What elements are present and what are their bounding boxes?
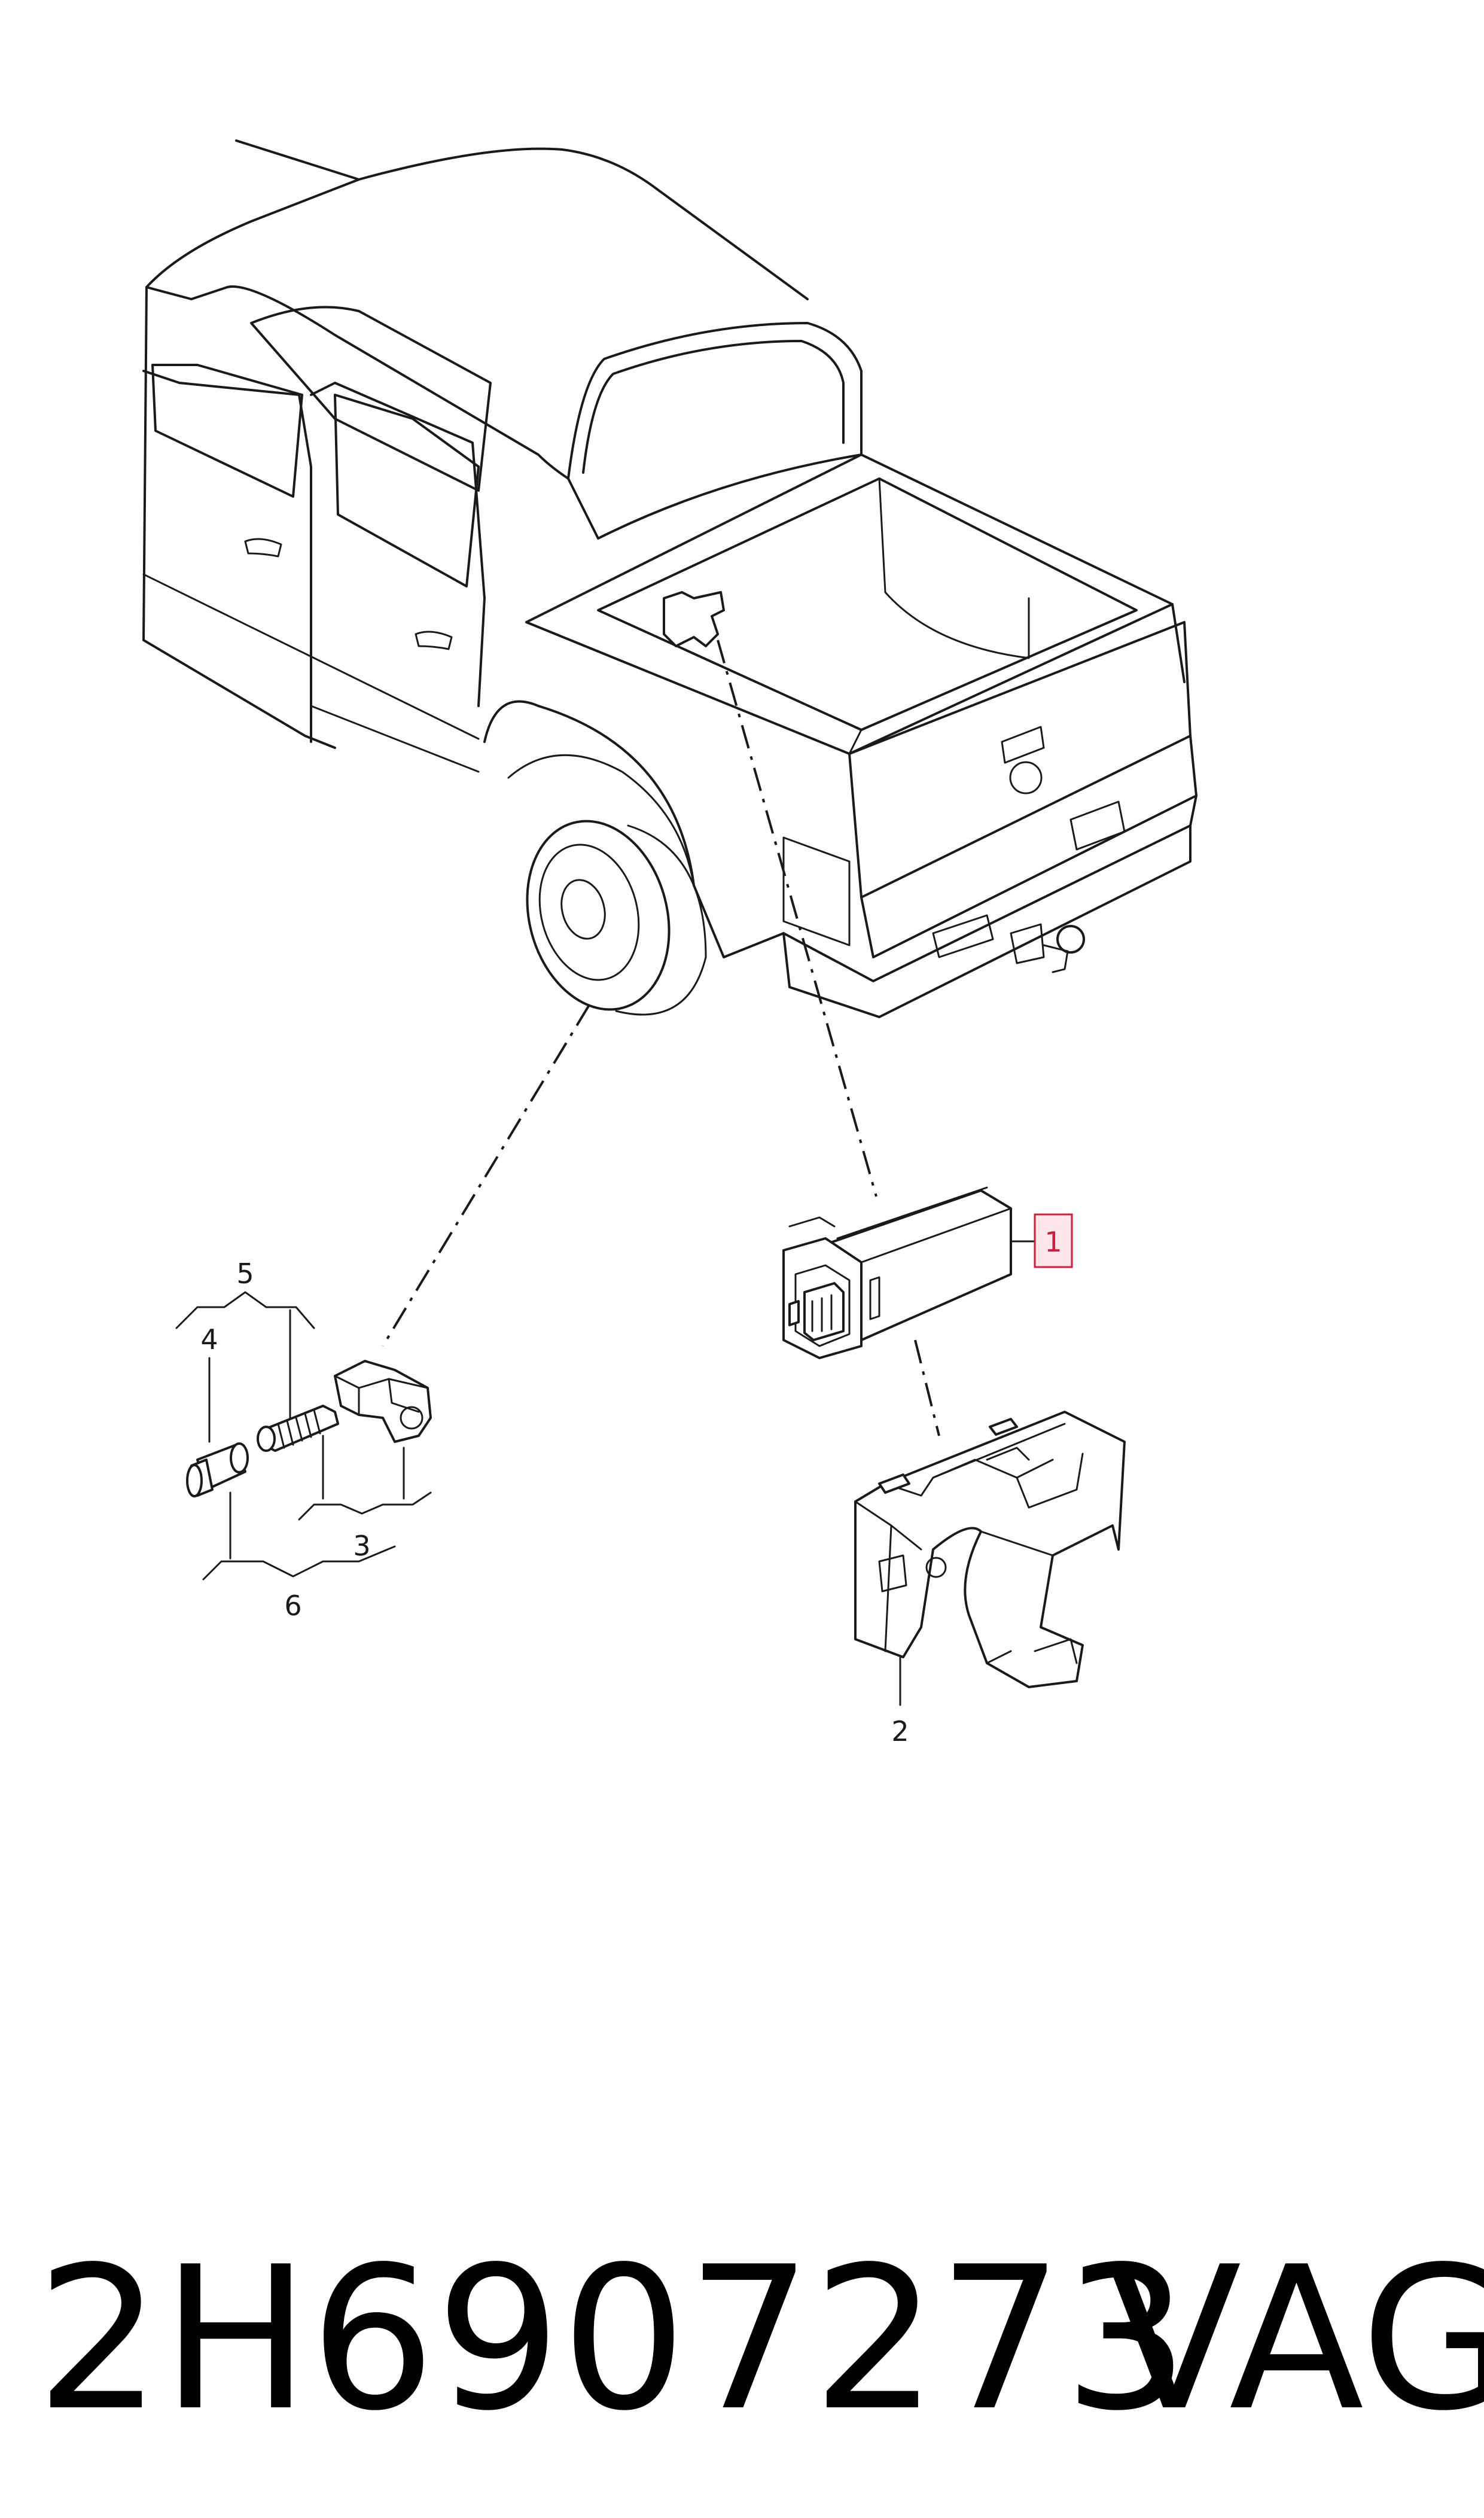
callout-3-label: 3 — [353, 1530, 370, 1562]
valve-cap — [186, 1442, 249, 1497]
callout-5[interactable]: 5 — [175, 1258, 315, 1329]
part-number: 2H6907273 — [36, 2224, 1189, 2454]
rear-wheel — [526, 820, 707, 1016]
callout-5-label: 5 — [236, 1258, 254, 1290]
valve-stem — [257, 1405, 339, 1452]
callout-3[interactable]: 3 — [298, 1435, 432, 1562]
callout-2[interactable]: 2 — [891, 1656, 909, 1747]
pickup-truck-illustration — [142, 139, 1197, 1018]
callout-4[interactable]: 4 — [200, 1323, 218, 1443]
callout-2-label: 2 — [891, 1715, 909, 1747]
tpms-control-module — [782, 1186, 1012, 1359]
callout-6-label: 6 — [284, 1590, 301, 1622]
brand-label: VAG — [1107, 2224, 1484, 2454]
callout-4-label: 4 — [200, 1323, 218, 1356]
callout-1-label: 1 — [1044, 1226, 1062, 1258]
mounting-bracket — [854, 1411, 1126, 1688]
callout-1[interactable]: 1 — [1010, 1213, 1073, 1268]
callout-6[interactable]: 6 — [202, 1491, 396, 1622]
leader-lines — [382, 640, 940, 1436]
tpms-sensor — [334, 1360, 432, 1443]
module-location-marker — [663, 591, 725, 647]
